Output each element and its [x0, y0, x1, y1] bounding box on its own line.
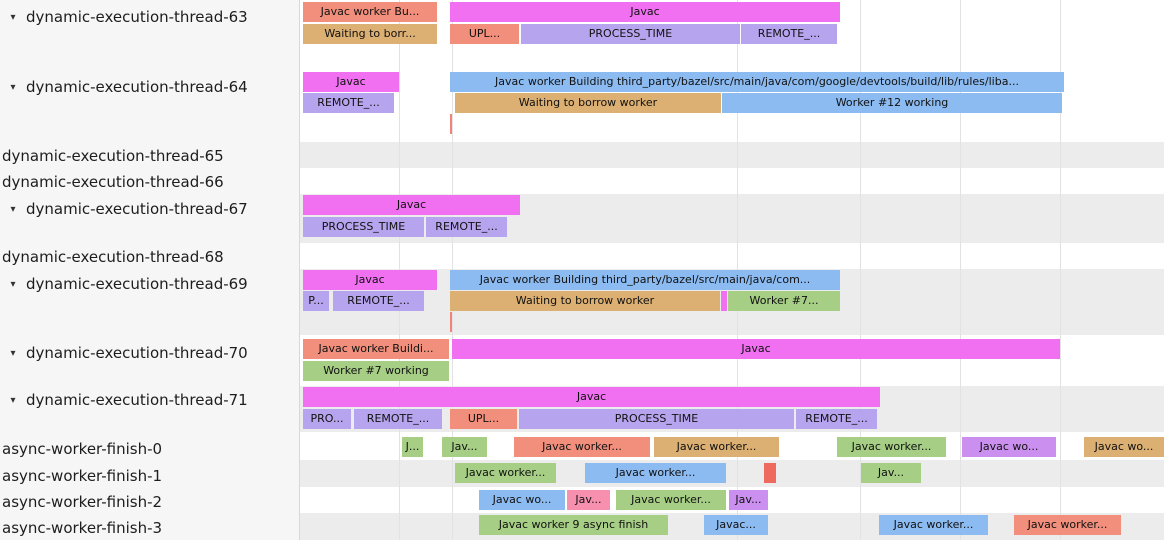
- track-label[interactable]: ▾ dynamic-execution-thread-64: [0, 77, 300, 97]
- trace-slice[interactable]: Javac: [452, 339, 1060, 359]
- track-label[interactable]: ▾ dynamic-execution-thread-69: [0, 274, 300, 294]
- time-gridline: [860, 0, 861, 540]
- trace-slice[interactable]: Javac worker...: [879, 515, 988, 535]
- collapse-arrow-icon[interactable]: ▾: [10, 347, 16, 359]
- trace-slice[interactable]: UPL...: [450, 24, 519, 44]
- track-label[interactable]: ▾ dynamic-execution-thread-67: [0, 199, 300, 219]
- trace-slice[interactable]: [764, 463, 776, 483]
- trace-slice[interactable]: Jav...: [567, 490, 610, 510]
- track-name: async-worker-finish-2: [2, 493, 163, 511]
- trace-slice[interactable]: Javac worker Building third_party/bazel/…: [450, 270, 840, 290]
- trace-slice[interactable]: REMOTE_...: [426, 217, 507, 237]
- trace-slice[interactable]: Worker #12 working: [722, 93, 1062, 113]
- collapse-arrow-icon[interactable]: ▾: [10, 81, 16, 93]
- trace-slice[interactable]: PROCESS_TIME: [303, 217, 424, 237]
- collapse-arrow-icon[interactable]: ▾: [10, 278, 16, 290]
- trace-slice[interactable]: Javac: [303, 270, 437, 290]
- trace-slice[interactable]: Jav...: [442, 437, 487, 457]
- track-name: dynamic-execution-thread-68: [2, 248, 224, 266]
- track-name: dynamic-execution-thread-64: [26, 78, 248, 96]
- trace-slice[interactable]: Waiting to borr...: [303, 24, 437, 44]
- track-name: dynamic-execution-thread-65: [2, 147, 224, 165]
- track-label[interactable]: dynamic-execution-thread-66: [0, 172, 300, 192]
- trace-slice[interactable]: [721, 291, 727, 311]
- trace-slice[interactable]: Javac: [303, 195, 520, 215]
- time-gridline: [1060, 0, 1061, 540]
- trace-slice[interactable]: Javac worker Building third_party/bazel/…: [450, 72, 1064, 92]
- trace-slice[interactable]: REMOTE_...: [333, 291, 424, 311]
- trace-slice[interactable]: Javac wo...: [962, 437, 1056, 457]
- trace-slice[interactable]: Javac worker...: [514, 437, 650, 457]
- track-name: dynamic-execution-thread-70: [26, 344, 248, 362]
- track-label[interactable]: async-worker-finish-3: [0, 518, 300, 538]
- trace-slice[interactable]: Javac wo...: [479, 490, 565, 510]
- trace-slice[interactable]: Javac worker...: [455, 463, 556, 483]
- trace-slice[interactable]: Javac worker Bu...: [303, 2, 437, 22]
- track-name: dynamic-execution-thread-69: [26, 275, 248, 293]
- time-gridline: [960, 0, 961, 540]
- trace-slice[interactable]: Waiting to borrow worker: [455, 93, 721, 113]
- trace-slice[interactable]: Javac wo...: [1084, 437, 1164, 457]
- track-name: dynamic-execution-thread-67: [26, 200, 248, 218]
- trace-slice[interactable]: Javac: [303, 387, 880, 407]
- collapse-arrow-icon[interactable]: ▾: [10, 11, 16, 23]
- track-label[interactable]: async-worker-finish-0: [0, 439, 300, 459]
- collapse-arrow-icon[interactable]: ▾: [10, 394, 16, 406]
- collapse-arrow-icon[interactable]: ▾: [10, 203, 16, 215]
- trace-slice[interactable]: PRO...: [303, 409, 351, 429]
- track-name: async-worker-finish-1: [2, 467, 163, 485]
- instant-event-tick[interactable]: [450, 312, 452, 332]
- track-label[interactable]: async-worker-finish-1: [0, 466, 300, 486]
- trace-slice[interactable]: Javac worker...: [616, 490, 726, 510]
- trace-slice[interactable]: P...: [303, 291, 329, 311]
- trace-slice[interactable]: Javac worker...: [837, 437, 946, 457]
- trace-slice[interactable]: Jav...: [729, 490, 768, 510]
- track-label[interactable]: ▾ dynamic-execution-thread-71: [0, 390, 300, 410]
- track-name: dynamic-execution-thread-66: [2, 173, 224, 191]
- trace-slice[interactable]: REMOTE_...: [796, 409, 877, 429]
- track-name: async-worker-finish-0: [2, 440, 163, 458]
- instant-event-tick[interactable]: [450, 114, 452, 134]
- trace-slice[interactable]: J...: [402, 437, 423, 457]
- track-name: dynamic-execution-thread-71: [26, 391, 248, 409]
- trace-slice[interactable]: Javac: [303, 72, 399, 92]
- trace-slice[interactable]: Waiting to borrow worker: [450, 291, 720, 311]
- trace-slice[interactable]: Worker #7 working: [303, 361, 449, 381]
- track-name: dynamic-execution-thread-63: [26, 8, 248, 26]
- trace-slice[interactable]: Javac worker Buildi...: [303, 339, 449, 359]
- trace-slice[interactable]: Javac worker...: [1014, 515, 1121, 535]
- trace-slice[interactable]: REMOTE_...: [354, 409, 442, 429]
- track-stripe: [300, 460, 1164, 487]
- trace-slice[interactable]: UPL...: [450, 409, 517, 429]
- track-label[interactable]: ▾ dynamic-execution-thread-70: [0, 343, 300, 363]
- trace-slice[interactable]: Jav...: [861, 463, 921, 483]
- trace-slice[interactable]: PROCESS_TIME: [521, 24, 740, 44]
- track-stripe: [300, 142, 1164, 168]
- trace-slice[interactable]: Javac worker...: [654, 437, 779, 457]
- trace-slice[interactable]: Javac...: [704, 515, 768, 535]
- trace-slice[interactable]: Worker #7...: [728, 291, 840, 311]
- trace-slice[interactable]: REMOTE_...: [741, 24, 837, 44]
- trace-slice[interactable]: Javac worker 9 async finish: [479, 515, 668, 535]
- trace-slice[interactable]: Javac: [450, 2, 840, 22]
- track-label[interactable]: async-worker-finish-2: [0, 492, 300, 512]
- track-label[interactable]: ▾ dynamic-execution-thread-63: [0, 7, 300, 27]
- trace-slice[interactable]: PROCESS_TIME: [519, 409, 794, 429]
- trace-slice[interactable]: REMOTE_...: [303, 93, 394, 113]
- track-label[interactable]: dynamic-execution-thread-68: [0, 247, 300, 267]
- track-sidebar: ▾ dynamic-execution-thread-63 ▾ dynamic-exe…: [0, 0, 300, 540]
- track-label[interactable]: dynamic-execution-thread-65: [0, 146, 300, 166]
- track-name: async-worker-finish-3: [2, 519, 163, 537]
- trace-slice[interactable]: Javac worker...: [585, 463, 726, 483]
